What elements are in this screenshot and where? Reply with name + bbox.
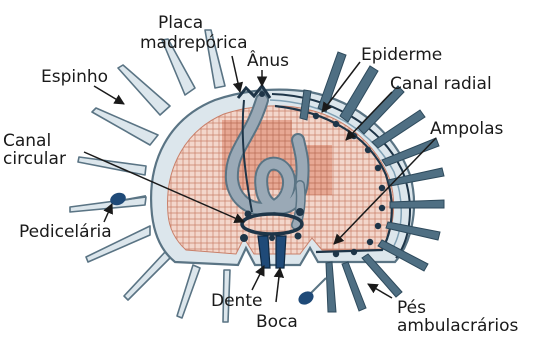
label-epiderme: Epiderme: [361, 45, 442, 65]
label-pes-line1: Pés: [397, 298, 426, 318]
pedicellaria-bottom: [296, 278, 326, 307]
label-canal-radial: Canal radial: [390, 74, 492, 94]
label-pedicelaria: Pedicelária: [19, 222, 112, 242]
label-anus: Ânus: [247, 49, 289, 71]
label-dente: Dente: [211, 291, 262, 311]
label-ampolas: Ampolas: [430, 119, 504, 139]
label-canal-circular-line1: Canal: [3, 131, 51, 151]
label-placa-line1: Placa: [158, 13, 203, 33]
label-boca: Boca: [256, 312, 298, 332]
label-pes-line2: ambulacrários: [397, 316, 519, 336]
label-placa-line2: madrepórica: [140, 33, 248, 53]
label-espinho: Espinho: [41, 67, 108, 87]
label-canal-circular-line2: circular: [3, 149, 66, 169]
